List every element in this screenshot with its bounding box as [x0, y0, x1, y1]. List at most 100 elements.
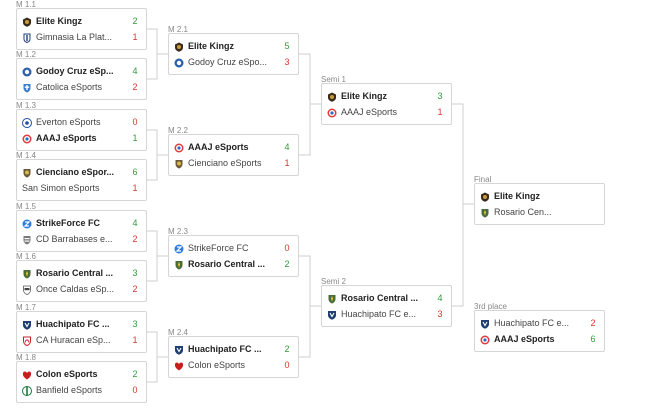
- team-name: CD Barrabases e...: [36, 234, 113, 244]
- team-score: 3: [437, 309, 443, 319]
- team-name: Huachipato FC e...: [341, 309, 417, 319]
- once-caldas-icon: [22, 285, 32, 295]
- team-row[interactable]: Rosario Central ...2: [169, 257, 298, 272]
- team-score: 2: [132, 234, 138, 244]
- team-score: 0: [132, 385, 138, 395]
- match-label-m16: M 1.6: [16, 252, 37, 261]
- team-row[interactable]: AAAJ eSports 1: [322, 105, 451, 120]
- team-name: Catolica eSports: [36, 82, 103, 92]
- match-label-m18: M 1.8: [16, 353, 37, 362]
- team-score: 6: [132, 167, 138, 177]
- team-row[interactable]: Rosario Cen...: [475, 205, 604, 220]
- team-row[interactable]: Godoy Cruz eSp...4: [17, 64, 146, 79]
- team-score: 1: [437, 107, 443, 117]
- team-name: Huachipato FC e...: [494, 318, 570, 328]
- team-row[interactable]: Once Caldas eSp...2: [17, 282, 146, 297]
- team-row[interactable]: Rosario Central ... 3: [17, 266, 146, 281]
- team-row[interactable]: Huachipato FC e...2: [475, 316, 604, 331]
- team-score: 1: [284, 158, 290, 168]
- team-row[interactable]: Gimnasia La Plat...1: [17, 30, 146, 45]
- match-label-semi1: Semi 1: [321, 75, 346, 84]
- catolica-icon: [22, 83, 32, 93]
- godoy-cruz-icon: [22, 67, 32, 77]
- team-row[interactable]: Cienciano eSpor...6: [17, 165, 146, 180]
- colon-icon: [22, 370, 32, 380]
- team-name: Huachipato FC ...: [36, 319, 110, 329]
- team-row[interactable]: Rosario Central ...4: [322, 291, 451, 306]
- team-score: 2: [132, 369, 138, 379]
- colon-icon: [174, 361, 184, 371]
- team-name: AAAJ eSports: [188, 142, 249, 152]
- match-label-m24: M 2.4: [168, 328, 189, 337]
- team-name: Colon eSports: [36, 369, 98, 379]
- rosario-icon: [327, 294, 337, 304]
- team-name: Gimnasia La Plat...: [36, 32, 113, 42]
- godoy-cruz-icon: [174, 58, 184, 68]
- team-name: Rosario Central ...: [36, 268, 114, 278]
- team-score: 4: [132, 66, 138, 76]
- team-row[interactable]: Colon eSports 2: [17, 367, 146, 382]
- team-row[interactable]: CD Barrabases e... 2: [17, 232, 146, 247]
- team-row[interactable]: Godoy Cruz eSpo...3: [169, 55, 298, 70]
- team-score: 5: [284, 41, 290, 51]
- barrabases-icon: [22, 235, 32, 245]
- huachipato-icon: [22, 320, 32, 330]
- team-row[interactable]: Huachipato FC ...3: [17, 317, 146, 332]
- team-score: 3: [284, 57, 290, 67]
- strikeforce-icon: [174, 244, 184, 254]
- match-label-semi2: Semi 2: [321, 277, 346, 286]
- match-label-third: 3rd place: [474, 302, 507, 311]
- team-name: AAAJ eSports: [36, 133, 97, 143]
- lion-crest-icon: [480, 192, 490, 202]
- team-name: Rosario Central ...: [188, 259, 266, 269]
- team-score: 3: [132, 268, 138, 278]
- team-score: 6: [590, 334, 596, 344]
- team-name: Rosario Cen...: [494, 207, 552, 217]
- team-row[interactable]: Elite Kingz 5: [169, 39, 298, 54]
- team-row[interactable]: Huachipato FC ...2: [169, 342, 298, 357]
- aaaj-icon: [327, 108, 337, 118]
- team-score: 0: [284, 243, 290, 253]
- match-label-m14: M 1.4: [16, 151, 37, 160]
- match-label-final: Final: [474, 175, 492, 184]
- team-score: 2: [132, 16, 138, 26]
- team-row[interactable]: Elite Kingz: [475, 189, 604, 204]
- team-row[interactable]: CA Huracan eSp...1: [17, 333, 146, 348]
- team-name: Elite Kingz: [188, 41, 235, 51]
- match-label-m12: M 1.2: [16, 50, 37, 59]
- team-row[interactable]: Huachipato FC e... 3: [322, 307, 451, 322]
- rosario-icon: [22, 269, 32, 279]
- match-label-m13: M 1.3: [16, 101, 37, 110]
- team-name: AAAJ eSports: [341, 107, 398, 117]
